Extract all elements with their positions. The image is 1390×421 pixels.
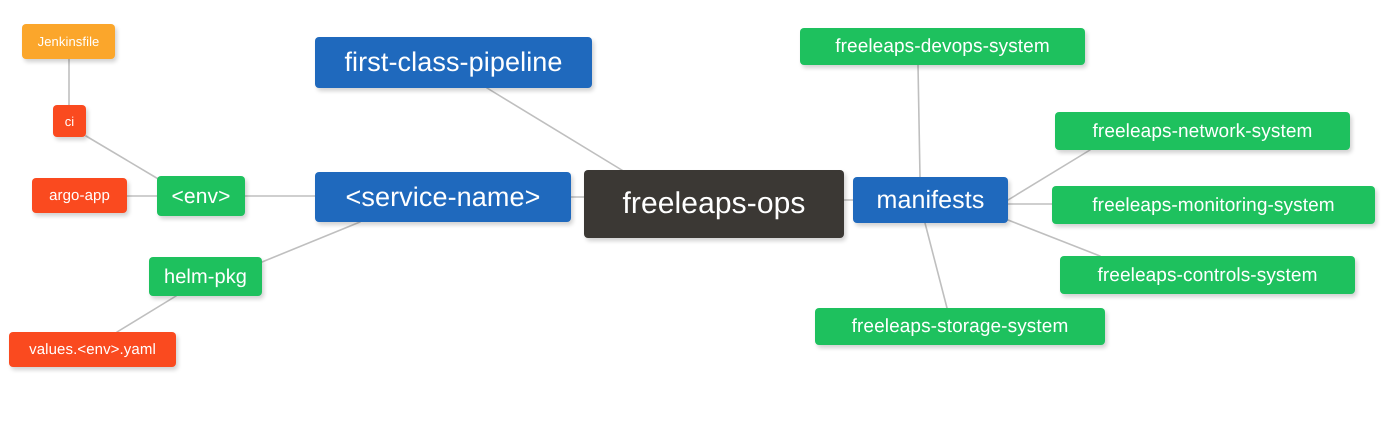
mindmap-node-label: freeleaps-network-system (1092, 120, 1313, 142)
mindmap-node-label: freeleaps-devops-system (835, 36, 1050, 57)
edge-manifests-to-freeleaps-controls-system (1007, 219, 1101, 257)
mindmap-node-label: <env> (171, 184, 231, 208)
mindmap-node-label: argo-app (49, 187, 110, 204)
edge-ci-to-env (85, 135, 161, 181)
mindmap-node-label: Jenkinsfile (37, 34, 100, 49)
mindmap-node-argo-app[interactable]: argo-app (32, 178, 127, 213)
mindmap-node-freeleaps-ops[interactable]: freeleaps-ops (584, 170, 844, 238)
mindmap-node-manifests[interactable]: manifests (853, 177, 1008, 223)
mindmap-node-label: ci (64, 113, 75, 129)
mindmap-node-label: freeleaps-storage-system (851, 316, 1069, 337)
edge-manifests-to-freeleaps-storage-system (924, 222, 948, 309)
mindmap-node-helm-pkg[interactable]: helm-pkg (149, 257, 262, 296)
mindmap-node-env[interactable]: <env> (157, 176, 245, 216)
mindmap-node-ci[interactable]: ci (53, 105, 86, 137)
mindmap-node-jenkinsfile[interactable]: Jenkinsfile (22, 24, 115, 59)
mindmap-node-label: helm-pkg (163, 265, 248, 288)
mindmap-node-label: <service-name> (345, 181, 541, 212)
mindmap-node-label: first-class-pipeline (344, 47, 563, 77)
mindmap-node-values-env-yaml[interactable]: values.<env>.yaml (9, 332, 176, 367)
mindmap-node-service-name[interactable]: <service-name> (315, 172, 571, 222)
edge-first-class-pipeline-to-freeleaps-ops (486, 87, 626, 173)
mindmap-node-first-class-pipeline[interactable]: first-class-pipeline (315, 37, 592, 88)
mindmap-node-label: freeleaps-ops (622, 187, 806, 220)
mindmap-node-label: values.<env>.yaml (29, 341, 156, 358)
mindmap-node-freeleaps-monitoring-system[interactable]: freeleaps-monitoring-system (1052, 186, 1375, 224)
mindmap-node-label: freeleaps-monitoring-system (1092, 194, 1335, 216)
mindmap-node-freeleaps-devops-system[interactable]: freeleaps-devops-system (800, 28, 1085, 65)
edge-helm-pkg-to-values-env-yaml (116, 295, 177, 333)
edge-manifests-to-freeleaps-devops-system (917, 64, 921, 178)
edge-service-name-to-helm-pkg (261, 221, 361, 263)
mindmap-node-label: freeleaps-controls-system (1097, 264, 1318, 286)
mindmap-node-freeleaps-storage-system[interactable]: freeleaps-storage-system (815, 308, 1105, 345)
mindmap-node-freeleaps-network-system[interactable]: freeleaps-network-system (1055, 112, 1350, 150)
mindmap-node-label: manifests (876, 185, 985, 214)
mindmap-node-freeleaps-controls-system[interactable]: freeleaps-controls-system (1060, 256, 1355, 294)
